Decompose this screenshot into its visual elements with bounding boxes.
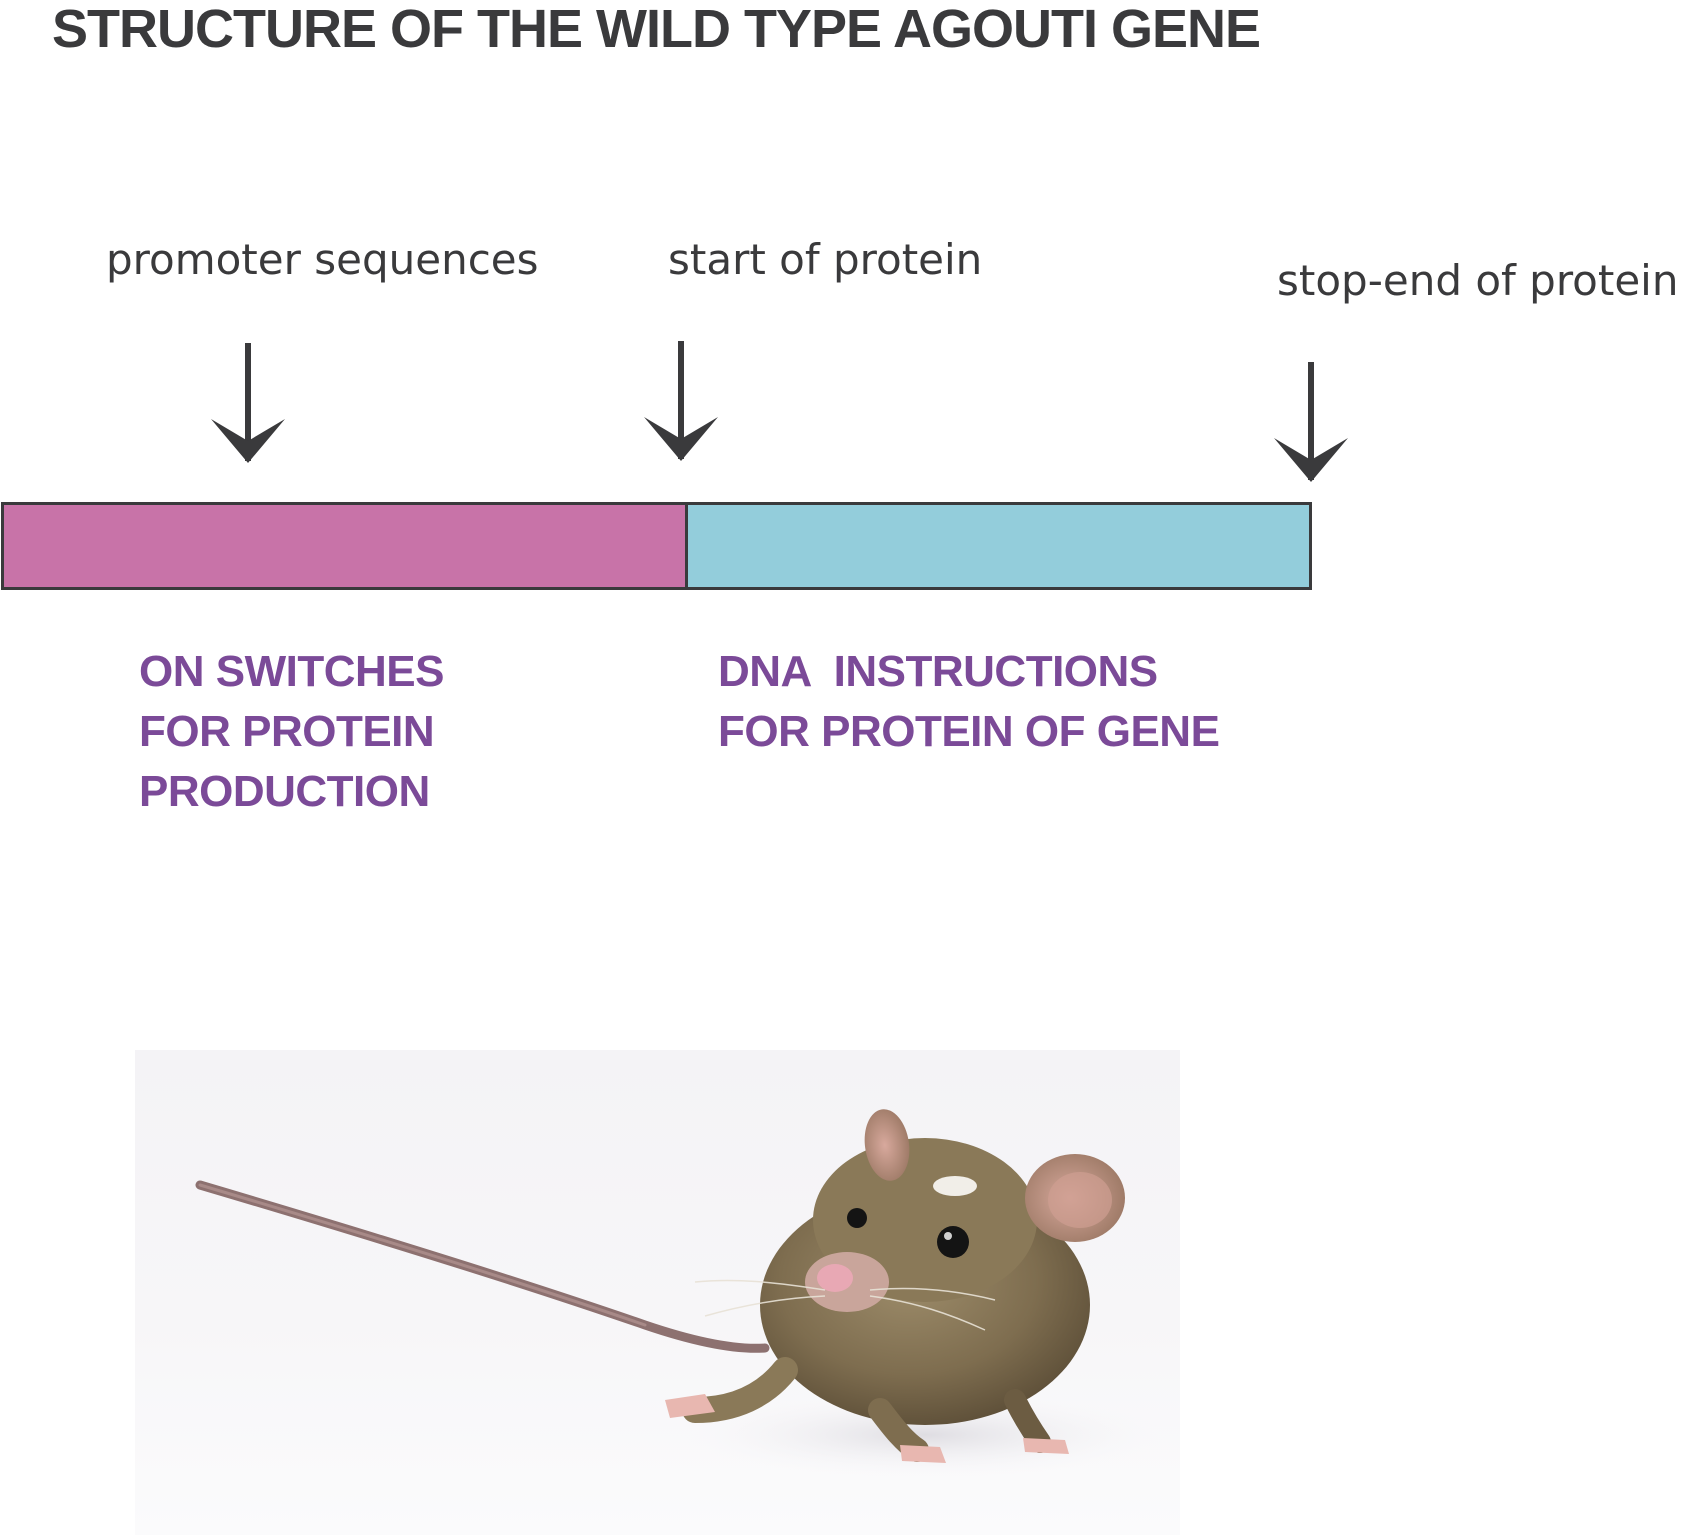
coding-description-line: DNA INSTRUCTIONS	[718, 647, 1158, 696]
promoter-description-line: ON SWITCHES	[139, 647, 444, 696]
down-arrow-icon	[644, 341, 718, 461]
promoter-region-description: ON SWITCHES FOR PROTEIN PRODUCTION	[139, 642, 444, 822]
promoter-region-segment	[4, 505, 688, 587]
diagram-title: STRUCTURE OF THE WILD TYPE AGOUTI GENE	[52, 0, 1261, 59]
down-arrow-icon	[1274, 362, 1348, 482]
gene-bar	[1, 502, 1312, 590]
stop-end-of-protein-label: stop-end of protein	[1277, 256, 1679, 305]
promoter-description-line: PRODUCTION	[139, 767, 430, 816]
mouse-photo	[135, 1050, 1180, 1535]
start-of-protein-label: start of protein	[668, 235, 983, 284]
coding-region-segment	[688, 505, 1309, 587]
mouse-illustration	[195, 1109, 1165, 1477]
promoter-description-line: FOR PROTEIN	[139, 707, 435, 756]
promoter-sequences-label: promoter sequences	[106, 235, 539, 284]
coding-description-line: FOR PROTEIN OF GENE	[718, 707, 1220, 756]
coding-region-description: DNA INSTRUCTIONS FOR PROTEIN OF GENE	[718, 642, 1220, 762]
down-arrow-icon	[211, 343, 285, 463]
